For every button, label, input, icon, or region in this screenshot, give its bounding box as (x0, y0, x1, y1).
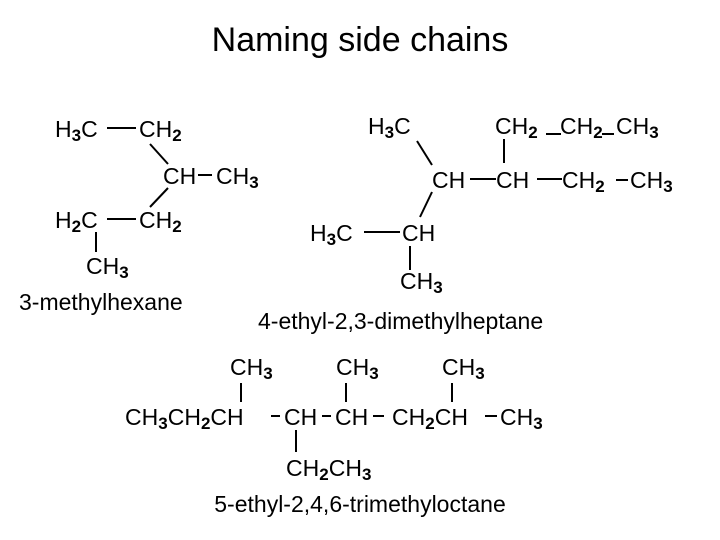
atom-ch3: CH3 (216, 163, 259, 192)
atom-ch: CH (496, 167, 529, 193)
bond (149, 143, 169, 165)
atom-ch3: CH3 (336, 354, 379, 383)
atom-ch2: CH2 (495, 113, 538, 142)
atom-h3c: H3C (368, 113, 411, 142)
atom-h3c: H3C (310, 220, 353, 249)
bond (416, 140, 433, 166)
bonds (240, 383, 497, 452)
atom-ch3: CH3 (630, 167, 673, 196)
atom-h3c: H3C (55, 116, 98, 145)
bond (149, 187, 169, 208)
bond (419, 191, 433, 218)
atom-ch2ch3: CH2CH3 (286, 455, 371, 484)
atom-ch2: CH2 (139, 116, 182, 145)
molecule-3-name: 5-ethyl-2,4,6-trimethyloctane (214, 491, 506, 517)
atom-ch3: CH3 (230, 354, 273, 383)
atom-ch3: CH3 (86, 253, 129, 282)
atom-ch3: CH3 (442, 354, 485, 383)
slide-title: Naming side chains (211, 21, 509, 59)
atom-ch3: CH3 (500, 404, 543, 433)
atom-ch2ch: CH2CH (392, 404, 468, 433)
molecule-1-name: 3-methylhexane (19, 289, 183, 315)
atom-ch: CH (335, 404, 368, 430)
atom-h2c: H2C (55, 207, 98, 236)
atom-ch2: CH2 (562, 167, 605, 196)
atom-ch: CH (432, 167, 465, 193)
bonds (95, 127, 212, 252)
atom-ch3: CH3 (400, 268, 443, 297)
bonds (364, 133, 628, 270)
atom-ch: CH (402, 220, 435, 246)
atom-ch3: CH3 (616, 113, 659, 142)
atom-ch: CH (284, 404, 317, 430)
atom-ch2: CH2 (560, 113, 603, 142)
atom-ch3ch2ch: CH3CH2CH (125, 404, 244, 433)
atom-ch: CH (163, 163, 196, 189)
molecule-2-name: 4-ethyl-2,3-dimethylheptane (258, 308, 544, 334)
atom-ch2: CH2 (139, 207, 182, 236)
